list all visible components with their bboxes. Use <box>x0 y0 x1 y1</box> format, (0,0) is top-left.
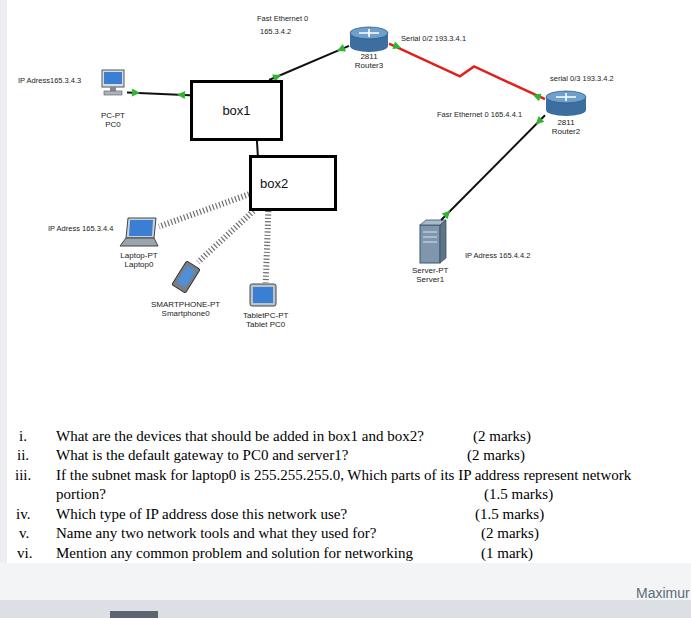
laptop-icon-part <box>120 238 158 246</box>
pc-icon-part <box>104 72 122 84</box>
marks: (2 marks) <box>481 524 539 543</box>
wireless-link <box>198 211 253 262</box>
pc-icon <box>102 70 124 95</box>
link-light <box>533 94 542 102</box>
pc-node: PC-PTPC0 <box>99 68 127 129</box>
port-label: Fasr Ethernet 0 165.4.4.1 <box>436 110 523 119</box>
device-label: Router3 <box>349 61 389 70</box>
laptop-icon-part <box>129 220 153 236</box>
device-label: 2811 <box>349 52 389 61</box>
link-light <box>337 44 346 51</box>
tablet-node: TabletPC-PTTablet PC0 <box>243 283 288 329</box>
ethernet-link <box>269 46 349 80</box>
ip-label: IP Adress 165.4.4.2 <box>464 251 531 260</box>
question-number: ii. <box>17 446 29 465</box>
panel-part <box>7 0 691 563</box>
pc-icon-part <box>110 87 116 91</box>
router-icon <box>350 27 388 52</box>
link-light <box>177 91 185 99</box>
question-text: Name any two network tools and what they… <box>56 524 376 543</box>
link-light <box>132 89 140 97</box>
tablet-icon-part <box>250 284 276 306</box>
device-label: Tablet PC0 <box>243 320 288 329</box>
device-label: Server-PT <box>412 266 448 275</box>
server-icon <box>420 220 446 263</box>
smartphone-node: SMARTPHONE-PTSmartphone0 <box>151 262 220 318</box>
router-icon-part <box>546 104 586 116</box>
port-label: Serial 0/2 193.3.4.1 <box>400 34 467 43</box>
box-node: box2 <box>249 155 337 211</box>
question-number: iii. <box>15 466 31 485</box>
device-label: SMARTPHONE-PT <box>151 300 220 309</box>
box-node: box1 <box>190 80 283 141</box>
tablet-icon <box>250 284 276 306</box>
ip-label: IP Adress165.3.4.3 <box>17 76 82 85</box>
question-number: iv. <box>16 505 30 524</box>
question-text: Which type of IP address dose this netwo… <box>56 505 347 524</box>
question-text: What is the default gateway to PC0 and s… <box>56 446 348 465</box>
device-label: 2811 <box>545 118 587 127</box>
panel-part <box>0 600 691 618</box>
box-label: box2 <box>260 176 288 191</box>
smartphone-icon <box>172 261 200 293</box>
router-icon-part <box>359 29 379 37</box>
router-icon-part <box>556 93 576 101</box>
link-light <box>442 211 451 220</box>
question-text: If the subnet mask for laptop0 is 255.25… <box>56 466 656 504</box>
laptop-node: Laptop-PTLaptop0 <box>119 216 159 269</box>
panel-part <box>0 563 691 600</box>
marks: (2 marks) <box>467 446 525 465</box>
question-text: What are the devices that should be adde… <box>56 427 424 446</box>
router-icon-part <box>546 91 586 103</box>
port-label: serial 0/3 193.3.4.2 <box>549 74 615 83</box>
router-icon-part <box>350 40 388 52</box>
box-label: box1 <box>222 103 250 118</box>
router-node: 2811Router2 <box>545 90 587 136</box>
device-label: PC-PT <box>99 111 127 120</box>
ethernet-link <box>256 141 259 155</box>
pc-icon-part <box>104 91 122 95</box>
pc-icon-part <box>102 70 124 87</box>
marks: (1 mark) <box>481 544 533 563</box>
server-icon-part <box>440 220 446 263</box>
panel-part <box>110 611 158 618</box>
device-label: TabletPC-PT <box>243 311 288 320</box>
router-icon-part <box>350 27 388 39</box>
device-label: PC0 <box>99 120 127 129</box>
ethernet-link <box>441 115 545 220</box>
marks: (1.5 marks) <box>484 485 553 504</box>
port-label: 165.3.4.2 <box>259 27 292 36</box>
port-label: Fast Ethernet 0 <box>256 14 309 23</box>
device-label: Laptop0 <box>119 260 159 269</box>
server-icon-part <box>423 232 437 242</box>
marks: (2 marks) <box>473 427 531 446</box>
router-node: 2811Router3 <box>349 26 389 70</box>
laptop-icon <box>120 218 158 246</box>
question-number: i. <box>19 427 27 446</box>
device-label: Router2 <box>545 127 587 136</box>
marks: (1.5 marks) <box>475 505 544 524</box>
question-text: Mention any common problem and solution … <box>56 544 413 563</box>
question-number: vi. <box>17 544 32 563</box>
smartphone-icon-part <box>172 261 200 293</box>
cut-off-text: Maximur <box>636 589 690 598</box>
question-number: v. <box>19 524 29 543</box>
serial-link <box>389 44 545 100</box>
smartphone-icon-part <box>177 266 196 287</box>
router-icon <box>546 91 586 116</box>
ip-label: IP Adress 165.3.4.4 <box>47 224 114 233</box>
device-label: Laptop-PT <box>119 251 159 260</box>
link-light <box>536 116 545 125</box>
laptop-icon-part <box>126 218 156 238</box>
tablet-icon-part <box>253 287 273 303</box>
device-label: Server1 <box>412 275 448 284</box>
wireless-link <box>266 211 269 283</box>
server-node: Server-PTServer1 <box>412 220 448 284</box>
server-icon-part <box>420 225 440 263</box>
wireless-link <box>159 194 249 226</box>
device-label: Smartphone0 <box>151 309 220 318</box>
